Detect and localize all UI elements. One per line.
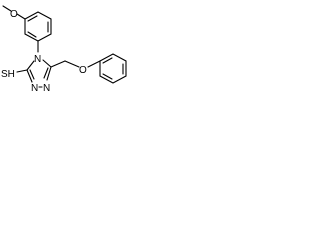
- bond-c3-sh: [16, 69, 28, 73]
- bond-o-phenyl: [87, 60, 101, 68]
- thiol-label: SH: [1, 69, 15, 80]
- chemical-structure-diagram: O N N N SH O: [0, 0, 156, 110]
- bond-n1-c5-double: [43, 67, 49, 79]
- bond-c3-n2: [26, 69, 33, 83]
- bond-o-aryl: [16, 13, 26, 20]
- methoxyphenyl-ring: [24, 11, 52, 42]
- triazole-n2-label: N: [31, 83, 38, 94]
- background: [0, 0, 156, 110]
- bond-n4-c3: [26, 60, 35, 71]
- bond-methyl-o: [2, 5, 12, 12]
- bond-c5-ch2: [50, 60, 66, 68]
- bond-n4-c5: [42, 59, 52, 68]
- methoxyphenyl-double-3: [27, 31, 37, 38]
- triazole-n4-label: N: [34, 54, 41, 65]
- methoxy-oxygen-label: O: [10, 9, 18, 20]
- phenyl-double-3: [102, 73, 113, 80]
- bond-c3-n2-double: [29, 69, 35, 80]
- bond-ch2-o: [64, 60, 80, 68]
- phenyl-double-1: [102, 57, 113, 64]
- triazole-n1-label: N: [43, 83, 50, 94]
- ether-oxygen-label: O: [79, 65, 87, 76]
- bond-n1-c5: [46, 66, 52, 81]
- phenyl-ring: [99, 53, 127, 84]
- methoxyphenyl-double-1: [27, 15, 38, 22]
